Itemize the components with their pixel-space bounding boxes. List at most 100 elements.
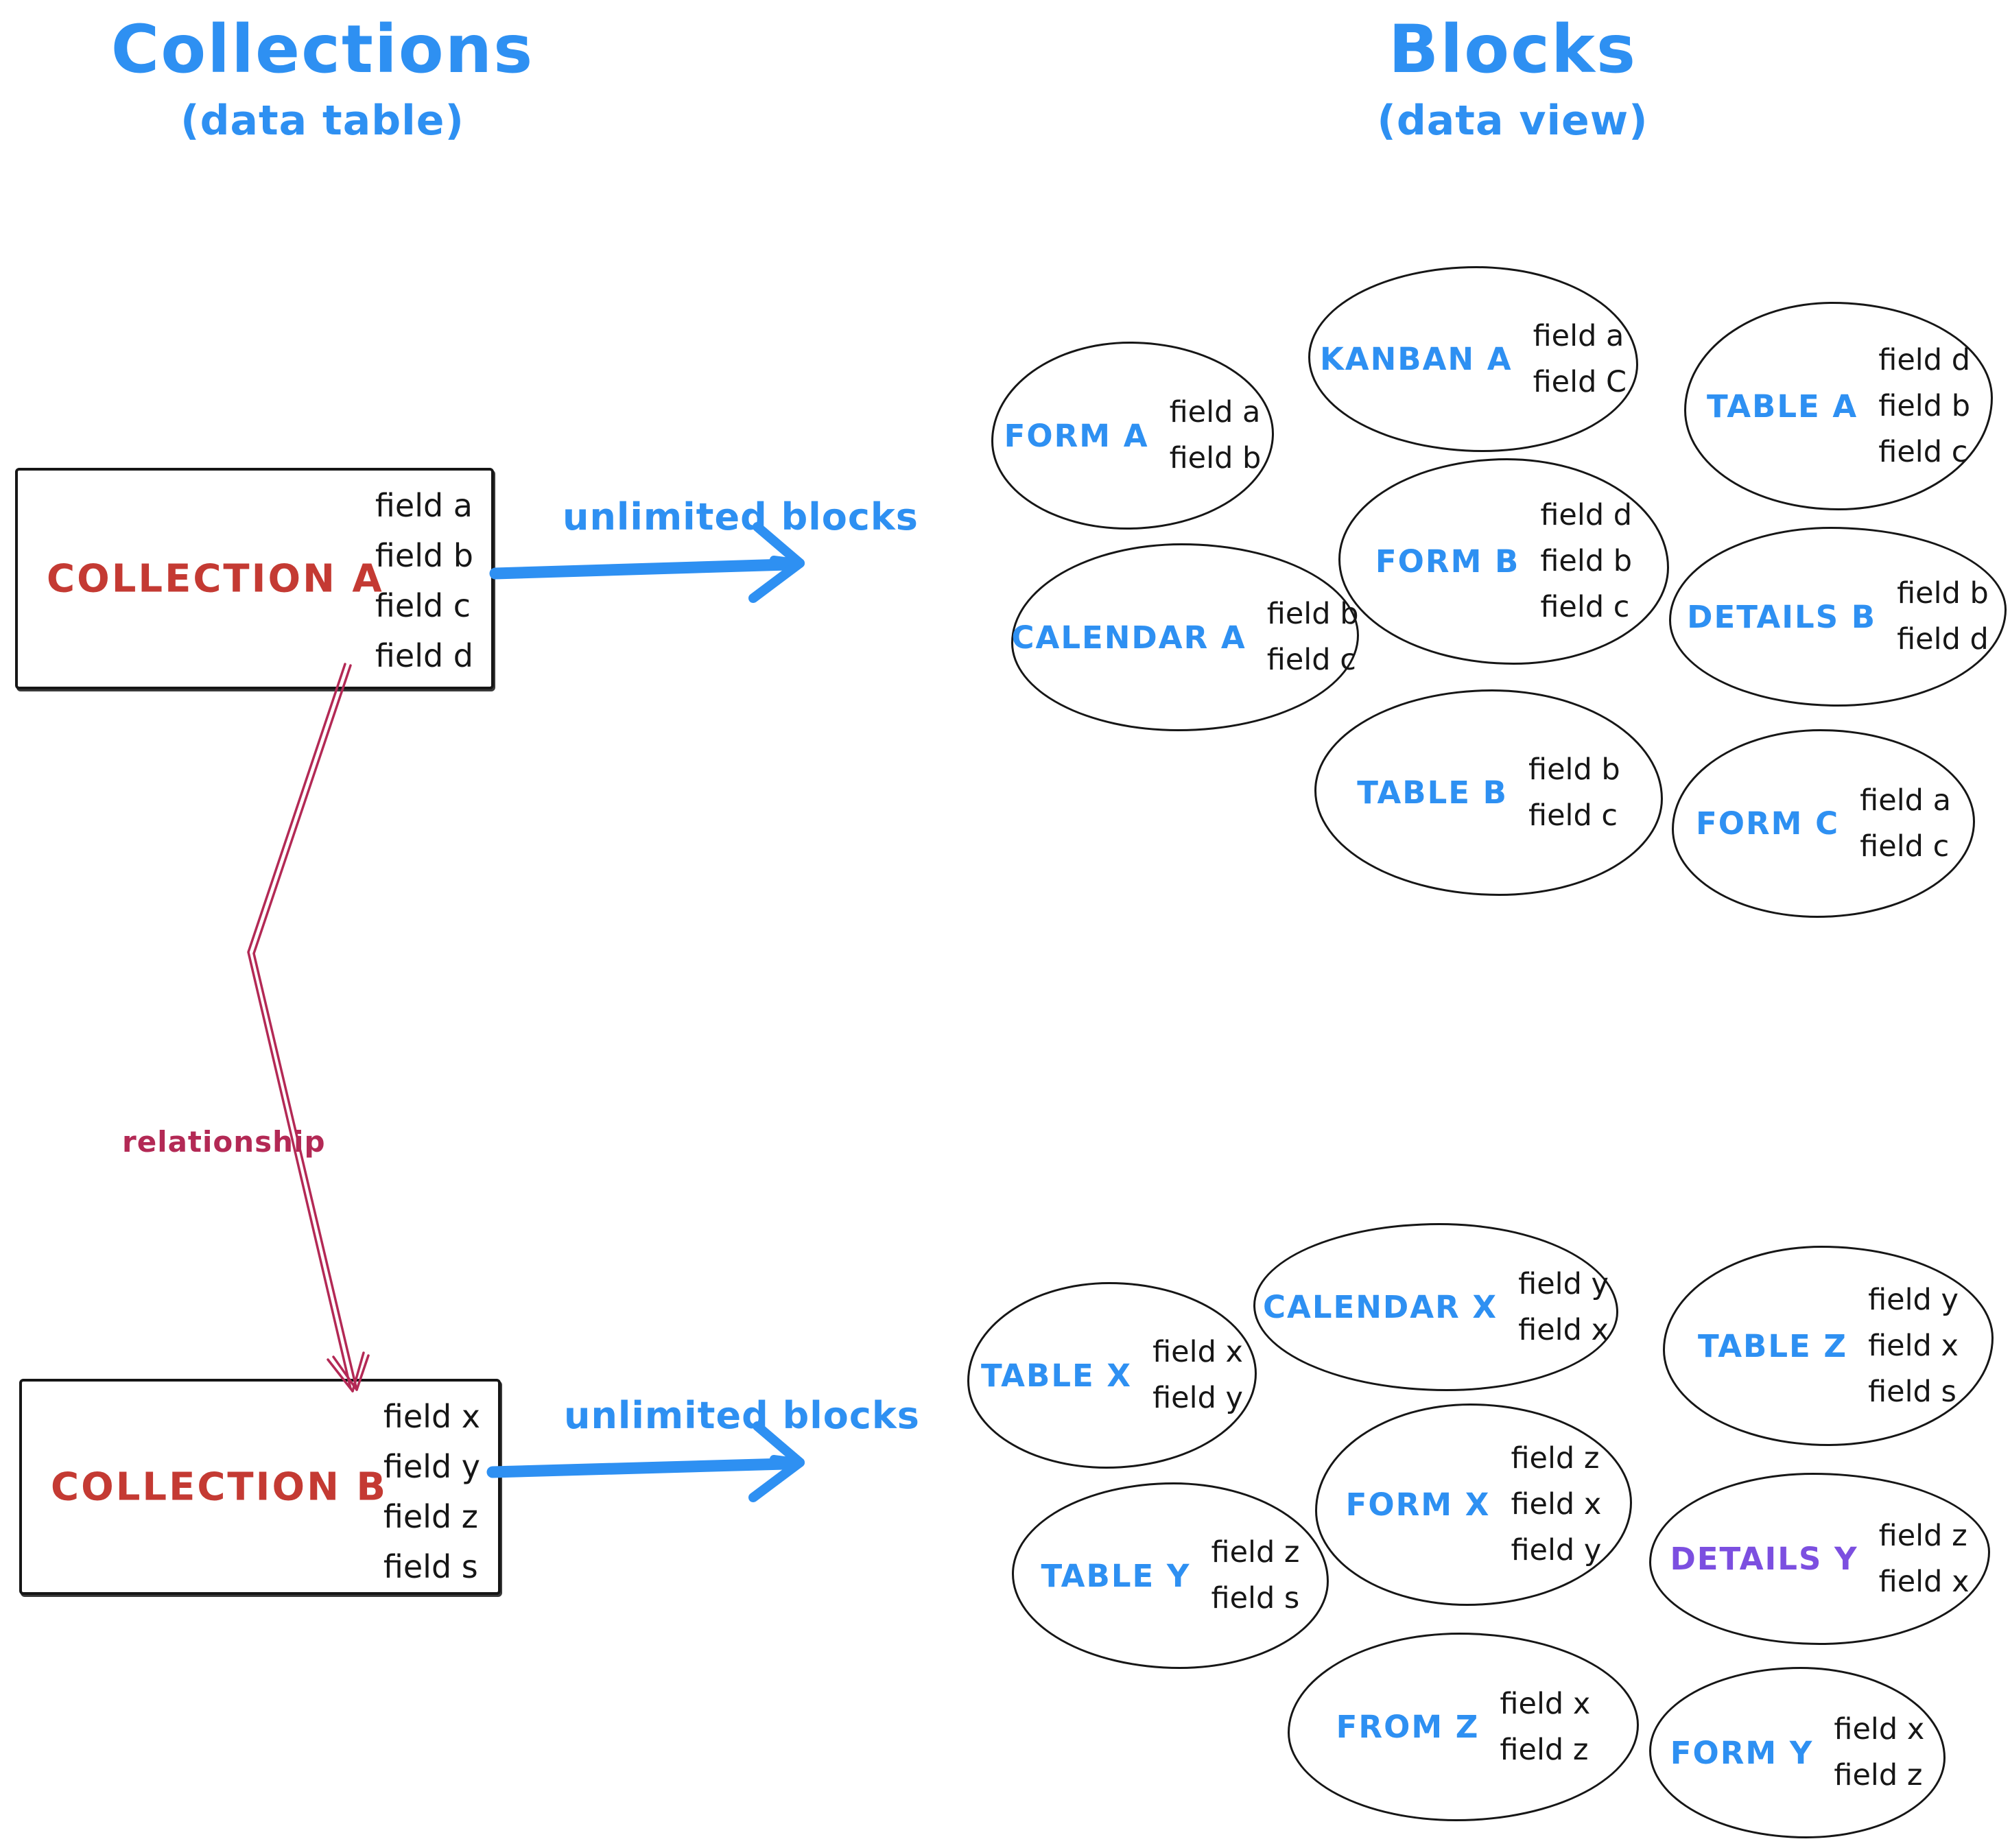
collection-b-field: field y — [383, 1448, 480, 1485]
block-label: FORM X — [1345, 1486, 1491, 1523]
block-label: FORM A — [1004, 417, 1149, 454]
block-fields: field b field c — [1528, 755, 1620, 831]
unlimited-blocks-label-b: unlimited blocks — [564, 1394, 920, 1437]
block-label: FORM B — [1375, 543, 1520, 580]
block-field: field x — [1834, 1712, 1925, 1746]
block-fields: field d field b field c — [1540, 501, 1632, 622]
block-field: field x — [1152, 1335, 1243, 1369]
block-field: field a — [1860, 783, 1951, 818]
collections-title: Collections — [110, 11, 534, 88]
block-field: field a — [1533, 318, 1624, 353]
blocks-title: Blocks — [1388, 11, 1637, 88]
block-field: field d — [1897, 622, 1989, 656]
collection-b-fields: field x field y field z field s — [383, 1401, 480, 1583]
collection-b-name: COLLECTION B — [51, 1465, 388, 1509]
block-fields: field y field x — [1518, 1266, 1609, 1347]
collection-b-box: COLLECTION B field x field y field z fie… — [19, 1379, 501, 1595]
block-field: field d — [1540, 498, 1633, 532]
block-label: FORM Y — [1670, 1734, 1814, 1771]
block-bubble-table-a: TABLE A field d field b field c — [1684, 302, 1993, 510]
block-bubble-calendar-a: CALENDAR A field b field c — [1011, 543, 1359, 731]
relationship-label: relationship — [122, 1125, 326, 1159]
block-bubble-details-y: DETAILS Y field z field x — [1649, 1473, 1990, 1645]
block-field: field b — [1266, 597, 1359, 631]
block-label: TABLE Y — [1041, 1557, 1191, 1594]
block-field: field x — [1511, 1487, 1602, 1521]
collections-subtitle: (data table) — [180, 96, 464, 145]
block-label: KANBAN A — [1319, 341, 1513, 377]
block-fields: field z field s — [1211, 1538, 1299, 1613]
block-bubble-form-b: FORM B field d field b field c — [1338, 458, 1669, 665]
block-bubble-form-y: FORM Y field x field z — [1649, 1667, 1946, 1838]
collection-b-field: field z — [383, 1498, 478, 1535]
block-bubble-table-z: TABLE Z field y field x field s — [1663, 1246, 1994, 1446]
collection-a-field: field b — [375, 537, 473, 574]
block-bubble-table-y: TABLE Y field z field s — [1012, 1482, 1329, 1669]
block-label: TABLE A — [1707, 388, 1858, 425]
block-field: field c — [1266, 643, 1356, 677]
block-field: field y — [1868, 1282, 1959, 1317]
block-label: DETAILS Y — [1670, 1541, 1858, 1577]
block-bubble-table-x: TABLE X field x field y — [967, 1282, 1257, 1469]
collection-a-field: field c — [375, 587, 471, 624]
block-bubble-table-b: TABLE B field b field c — [1314, 689, 1663, 896]
block-field: field z — [1500, 1732, 1589, 1767]
block-bubble-kanban-a: KANBAN A field a field C — [1308, 266, 1638, 452]
block-field: field b — [1540, 544, 1633, 578]
collection-b-field: field s — [383, 1548, 478, 1585]
block-bubble-calendar-x: CALENDAR X field y field x — [1253, 1223, 1618, 1391]
block-bubble-details-b: DETAILS B field b field d — [1669, 527, 2007, 707]
block-field: field s — [1868, 1374, 1956, 1409]
block-field: field C — [1533, 364, 1627, 399]
block-fields: field b field d — [1897, 579, 1989, 654]
block-field: field c — [1540, 590, 1630, 624]
block-fields: field z field x field y — [1511, 1444, 1601, 1565]
block-field: field z — [1878, 1518, 1967, 1553]
block-field: field b — [1878, 388, 1970, 423]
block-field: field b — [1528, 752, 1620, 787]
block-field: field x — [1868, 1328, 1959, 1363]
block-label: TABLE B — [1357, 774, 1508, 811]
unlimited-blocks-label-a: unlimited blocks — [563, 495, 919, 538]
block-field: field z — [1834, 1758, 1923, 1792]
block-bubble-form-a: FORM A field a field b — [991, 342, 1274, 530]
blocks-subtitle: (data view) — [1377, 96, 1648, 145]
block-label: CALENDAR A — [1011, 619, 1246, 656]
block-field: field z — [1211, 1535, 1300, 1569]
block-fields: field b field c — [1267, 600, 1359, 675]
block-bubble-form-x: FORM X field z field x field y — [1315, 1403, 1632, 1606]
block-fields: field x field z — [1834, 1715, 1924, 1790]
block-field: field a — [1169, 395, 1261, 429]
block-field: field c — [1878, 434, 1968, 469]
collection-a-name: COLLECTION A — [47, 556, 384, 601]
collection-b-field: field x — [383, 1398, 480, 1435]
block-field: field d — [1878, 342, 1970, 377]
block-field: field y — [1518, 1266, 1609, 1301]
block-field: field b — [1897, 576, 1989, 611]
block-fields: field x field y — [1152, 1338, 1243, 1413]
block-fields: field d field b field c — [1878, 342, 1970, 469]
block-label: DETAILS B — [1687, 598, 1877, 635]
block-label: CALENDAR X — [1262, 1289, 1498, 1325]
collection-a-fields: field a field b field c field d — [375, 490, 473, 672]
block-field: field c — [1528, 798, 1618, 833]
block-field: field y — [1511, 1533, 1602, 1567]
block-field: field c — [1860, 829, 1950, 864]
collection-a-field: field a — [375, 487, 473, 524]
block-fields: field a field c — [1860, 783, 1951, 864]
block-fields: field x field z — [1500, 1686, 1591, 1767]
block-bubble-from-z: FROM Z field x field z — [1288, 1633, 1639, 1821]
block-field: field x — [1500, 1686, 1591, 1721]
collection-a-box: COLLECTION A field a field b field c fie… — [15, 468, 494, 689]
block-label: FROM Z — [1336, 1709, 1480, 1745]
block-label: FORM C — [1696, 805, 1840, 842]
block-field: field x — [1878, 1564, 1970, 1599]
relationship-connector — [247, 663, 370, 1393]
block-label: TABLE Z — [1698, 1327, 1848, 1364]
block-field: field y — [1152, 1381, 1243, 1415]
block-fields: field a field C — [1533, 318, 1627, 399]
blocks-header: Blocks (data view) — [1303, 15, 1722, 145]
block-field: field x — [1518, 1312, 1609, 1347]
block-field: field z — [1511, 1441, 1600, 1476]
